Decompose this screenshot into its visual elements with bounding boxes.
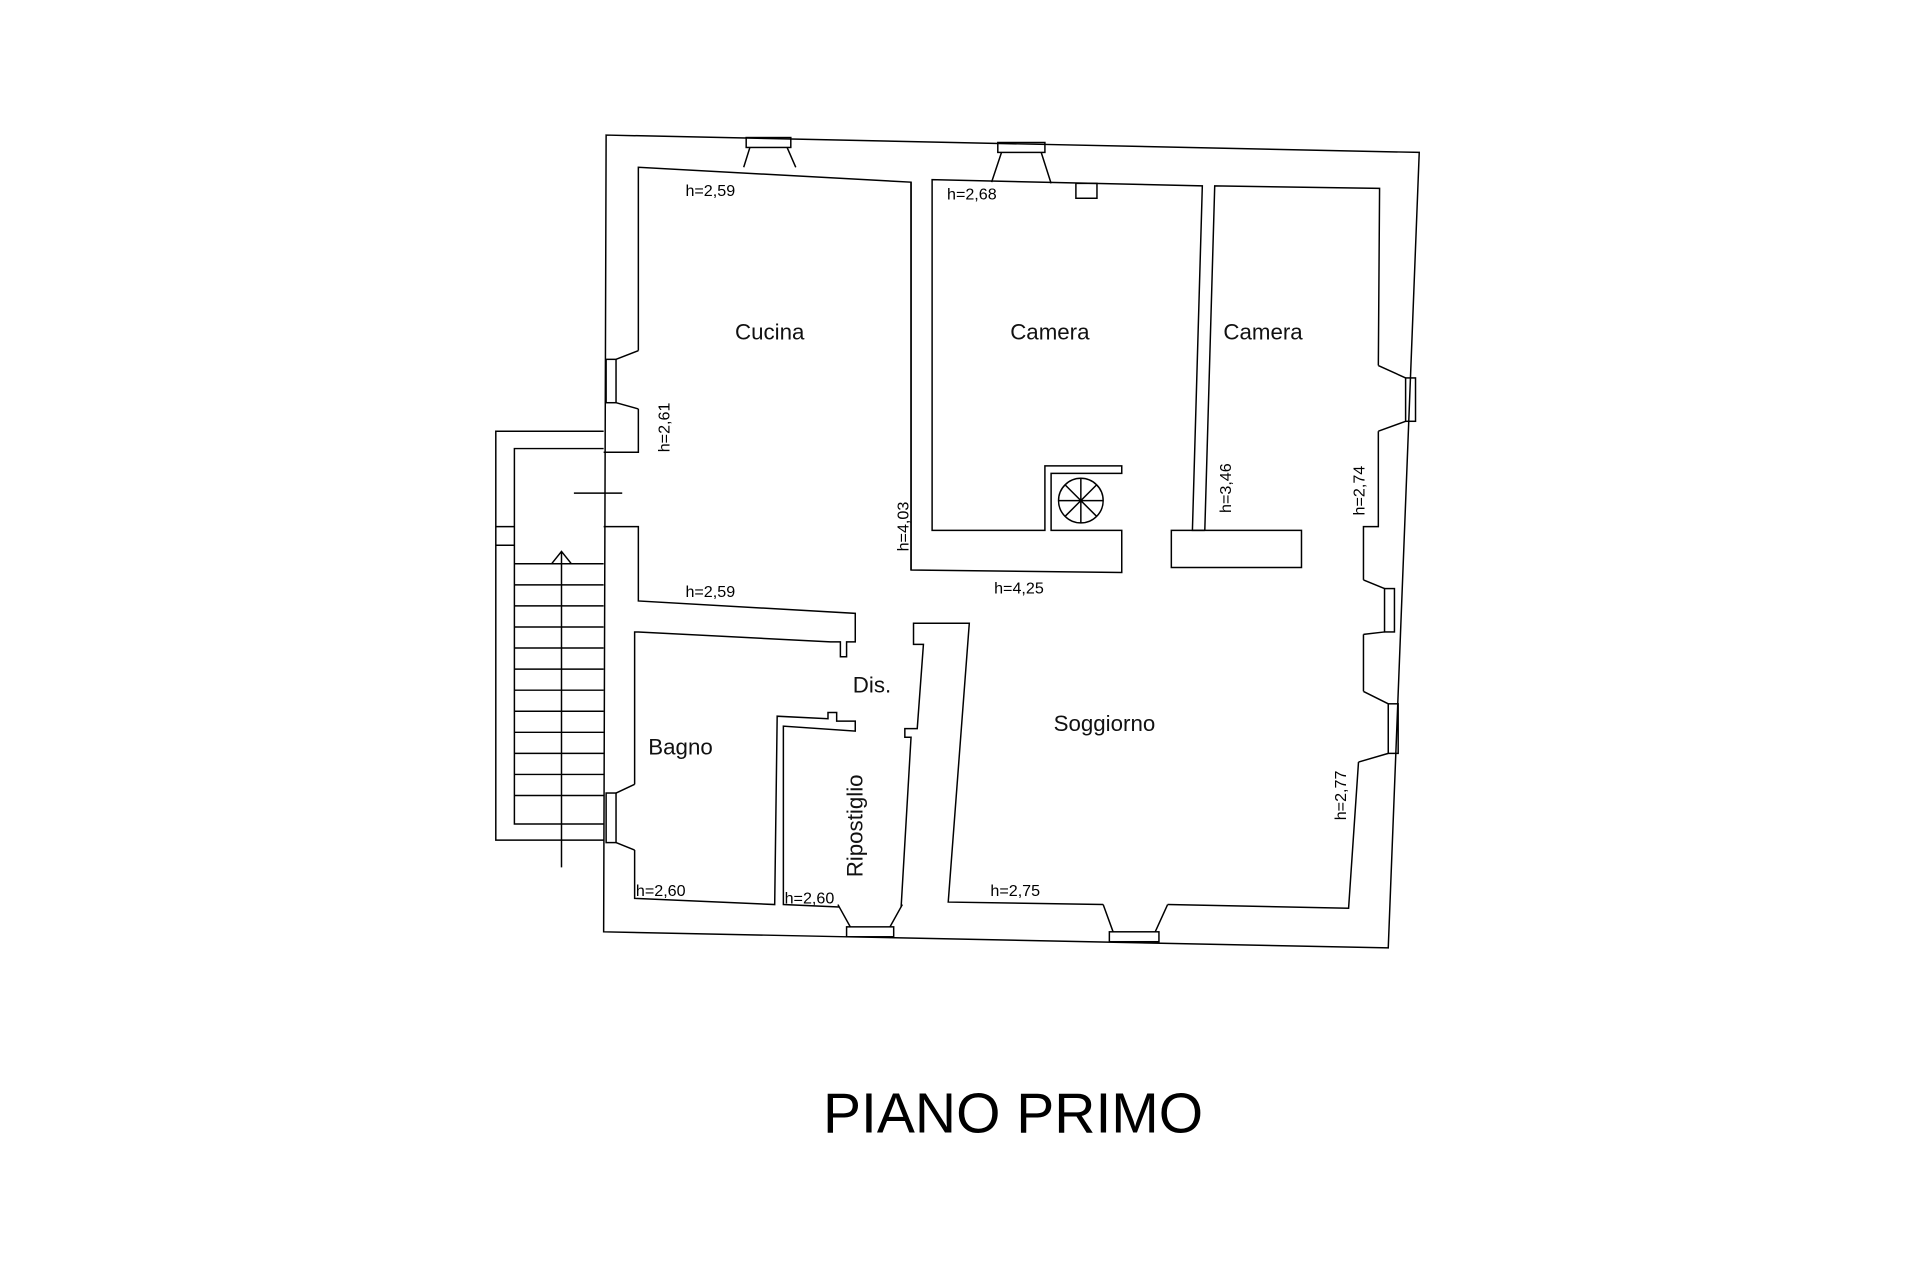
height-label: h=2,74: [1351, 466, 1369, 516]
room-label-bagno: Bagno: [648, 735, 712, 760]
height-label: h=2,59: [685, 583, 735, 601]
height-label: h=2,60: [636, 882, 686, 900]
height-label: h=2,61: [655, 403, 673, 453]
room-label-camera: Camera: [1010, 320, 1090, 345]
height-label: h=3,46: [1217, 463, 1235, 513]
room-label-dis: Dis.: [853, 673, 891, 698]
height-label: h=2,75: [990, 882, 1040, 900]
room-label-cucina: Cucina: [735, 320, 805, 345]
room-label-soggiorno: Soggiorno: [1054, 711, 1156, 736]
height-label: h=2,60: [785, 889, 835, 907]
interior-walls: [603, 166, 1381, 910]
height-label: h=4,03: [895, 502, 913, 552]
outer-wall: [602, 134, 1421, 949]
height-label: h=2,59: [685, 182, 735, 200]
height-label: h=4,25: [994, 580, 1044, 598]
windows: [605, 136, 1417, 943]
floor-title: PIANO PRIMO: [823, 1082, 1203, 1146]
external-stairs: [495, 430, 623, 868]
height-label: h=2,77: [1332, 771, 1350, 821]
room-label-ripostiglio: Ripostiglio: [843, 774, 868, 877]
height-label: h=2,68: [947, 185, 997, 203]
room-label-camera: Camera: [1223, 320, 1303, 345]
